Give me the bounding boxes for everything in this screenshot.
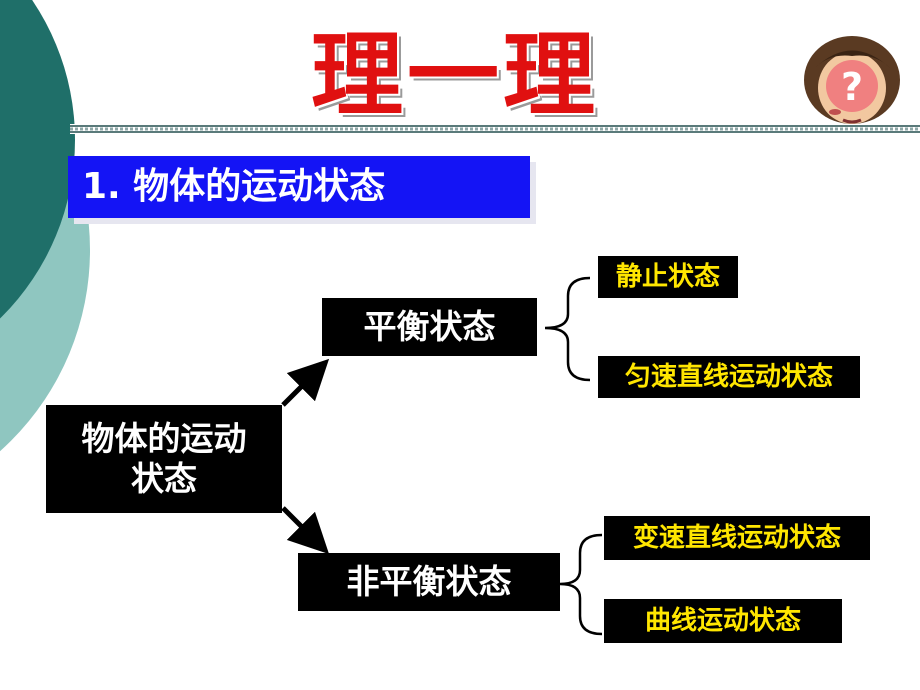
root-node: 物体的运动 状态 <box>46 405 282 513</box>
title-divider <box>70 124 920 134</box>
leaf-variable-linear: 变速直线运动状态 <box>604 516 870 560</box>
arrow-to-equilibrium <box>281 358 330 407</box>
decorative-circles <box>0 0 90 452</box>
arrow-to-nonequilibrium <box>281 506 330 555</box>
page-title: 理一理 <box>310 21 599 129</box>
leaf-uniform-linear: 匀速直线运动状态 <box>598 356 860 398</box>
brace-nonequilibrium <box>559 533 603 636</box>
nonequilibrium-node: 非平衡状态 <box>298 553 560 611</box>
brace-equilibrium <box>544 276 591 382</box>
leaf-at-rest: 静止状态 <box>598 256 738 298</box>
leaf-curvilinear: 曲线运动状态 <box>604 599 842 643</box>
root-node-line2: 状态 <box>131 459 197 498</box>
section-heading: 1. 物体的运动状态 <box>68 156 530 218</box>
equilibrium-node: 平衡状态 <box>322 298 537 356</box>
root-node-line1: 物体的运动 <box>81 419 247 458</box>
svg-text:?: ? <box>841 65 863 109</box>
confused-face-question-icon: ? <box>804 36 900 124</box>
